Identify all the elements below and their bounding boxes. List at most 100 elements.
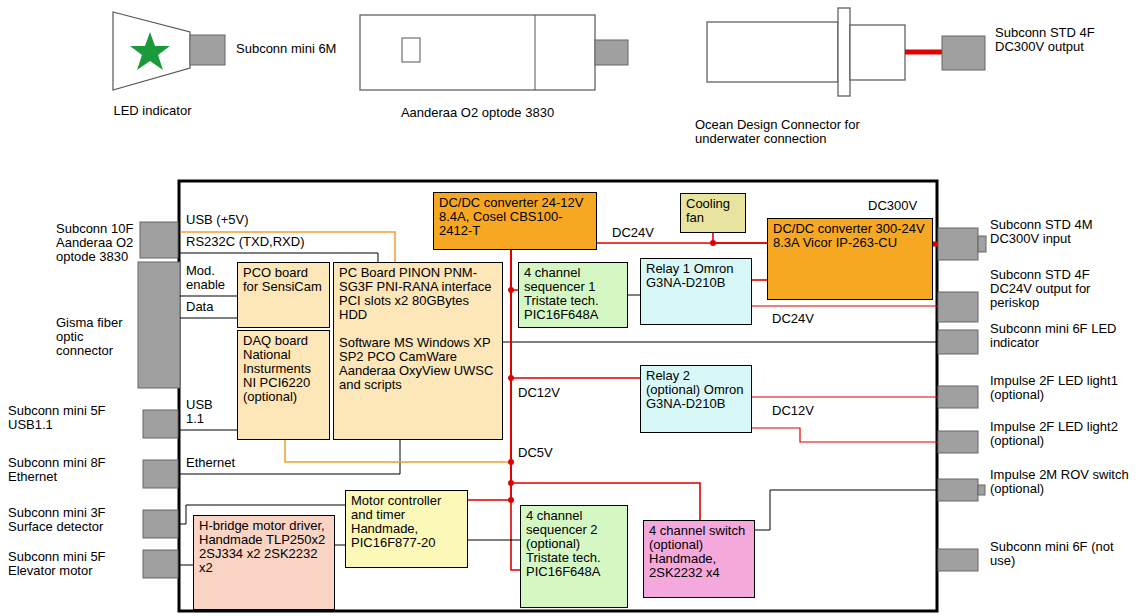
housing bbox=[179, 181, 937, 611]
usb-power-wire bbox=[180, 232, 395, 262]
relay-box: Relay 2 (optional) Omron G3NA-D210B bbox=[640, 365, 752, 433]
daq-board: DAQ board National Insturments NI PCI622… bbox=[237, 330, 330, 440]
connector-label: Subconn mini 8F Ethernet bbox=[8, 456, 136, 484]
sequencer-box: 4 channel sequencer 1 Tristate tech. PIC… bbox=[518, 262, 628, 328]
connector-label: Subconn mini 5F Elevator motor bbox=[8, 550, 136, 578]
connector-label: Subconn mini 6M bbox=[236, 42, 386, 56]
fiber-connector bbox=[138, 262, 180, 388]
power-cable bbox=[905, 50, 942, 55]
signal-label: Data bbox=[186, 300, 234, 314]
node-text: Motor controller and timer Handmade, PIC… bbox=[351, 494, 462, 550]
voltage-label: DC12V bbox=[518, 386, 568, 400]
connector-plug bbox=[938, 479, 978, 501]
connector-label: Subconn mini 6F LED indicator bbox=[990, 322, 1135, 350]
connector-pin bbox=[978, 236, 986, 252]
connector-label: Subconn STD 4M DC300V input bbox=[990, 218, 1135, 246]
connector-pin bbox=[978, 485, 985, 495]
connector-plug bbox=[938, 549, 978, 571]
sequencer-box: 4 channel sequencer 2 (optional) Tristat… bbox=[520, 505, 628, 608]
node-text: DC/DC converter 24-12V 8.4A, Cosel CBS10… bbox=[439, 196, 591, 238]
pc-board: PC Board PINON PNM-SG3F PNI-RANA interfa… bbox=[333, 262, 503, 440]
dc5v-wire bbox=[285, 440, 511, 462]
led-indicator: LED indicator bbox=[95, 8, 210, 118]
node-text: PC Board PINON PNM-SG3F PNI-RANA interfa… bbox=[339, 266, 497, 322]
signal-wire bbox=[180, 296, 237, 297]
dcdc-converter: DC/DC converter 24-12V 8.4A, Cosel CBS10… bbox=[433, 192, 597, 250]
connector-plug bbox=[938, 292, 978, 322]
wire-connector bbox=[511, 250, 640, 378]
connector-label: Impulse 2F LED light2 (optional) bbox=[990, 420, 1135, 448]
connector-body bbox=[707, 22, 838, 82]
node-text: H-bridge motor driver, Handmade TLP250x2… bbox=[199, 519, 329, 575]
dc12v-wire bbox=[752, 428, 938, 442]
dc12v-wire bbox=[752, 396, 938, 397]
voltage-label: DC300V bbox=[868, 199, 928, 213]
connector-plug bbox=[143, 510, 178, 538]
node-text: Software MS Windows XP SP2 PCO CamWare A… bbox=[339, 336, 497, 392]
connector-plug bbox=[938, 431, 978, 453]
wire-connector bbox=[335, 545, 345, 546]
usb-wire bbox=[180, 430, 237, 431]
connector-label: Gisma fiber optic connector bbox=[56, 316, 136, 358]
ethernet-wire bbox=[180, 440, 400, 474]
led-star bbox=[130, 32, 170, 70]
node-text: DC/DC converter 300-24V 8.3A Vicor IP-26… bbox=[773, 222, 927, 250]
connector-plug bbox=[942, 36, 985, 70]
connector-label: Subconn 10F Aanderaa O2 optode 3830 bbox=[56, 222, 136, 264]
connector-label: Subconn mini 3F Surface detector bbox=[8, 506, 136, 534]
wire-connector bbox=[628, 295, 640, 296]
voltage-label: DC24V bbox=[610, 226, 656, 240]
connector-label: Subconn mini 6F (not use) bbox=[990, 540, 1135, 568]
motor-wire bbox=[180, 565, 193, 566]
node-text: Relay 2 (optional) Omron G3NA-D210B bbox=[646, 369, 746, 411]
serial-wire bbox=[180, 253, 378, 262]
dcdc-converter: DC/DC converter 300-24V 8.3A Vicor IP-26… bbox=[767, 218, 933, 300]
connector-label: Subconn STD 4F DC24V output for periskop bbox=[990, 268, 1135, 310]
connector-plug bbox=[140, 222, 178, 258]
node-text: Ocean Design Connector for underwater co… bbox=[695, 118, 905, 146]
node-text: 4 channel switch (optional) Handmade, 2S… bbox=[649, 524, 749, 580]
connector-rear bbox=[850, 25, 905, 80]
dc24v-wire bbox=[752, 305, 938, 306]
dc300v-wire bbox=[933, 242, 938, 247]
connector-plug bbox=[938, 228, 978, 260]
connector-plug bbox=[143, 460, 178, 488]
voltage-label: DC5V bbox=[518, 446, 563, 460]
optode-window bbox=[402, 38, 420, 62]
signal-label: RS232C (TXD,RXD) bbox=[186, 235, 336, 249]
signal-wire bbox=[755, 490, 938, 530]
optode-joint bbox=[535, 15, 536, 90]
cooling-fan: Cooling fan bbox=[680, 193, 746, 233]
oxygen-optode: Aanderaa O2 optode 3830 bbox=[355, 8, 600, 120]
connector-label: Subconn mini 5F USB1.1 bbox=[8, 404, 136, 432]
node-text: Relay 1 Omron G3NA-D210B bbox=[646, 262, 746, 290]
connector-label: Impulse 2M ROV switch (optional) bbox=[990, 468, 1135, 496]
connector-label: Impulse 2F LED light1 (optional) bbox=[990, 374, 1135, 402]
motor-controller: Motor controller and timer Handmade, PIC… bbox=[345, 490, 468, 568]
node-text: PCO board for SensiCam bbox=[243, 266, 324, 294]
signal-label: Ethernet bbox=[186, 456, 256, 470]
led-housing bbox=[113, 12, 190, 90]
wire-connector bbox=[713, 233, 767, 243]
optode-body bbox=[360, 15, 595, 90]
node-text: Aanderaa O2 optode 3830 bbox=[401, 106, 554, 120]
node-text: DAQ board National Insturments NI PCI622… bbox=[243, 334, 324, 404]
connector-plug bbox=[143, 410, 178, 438]
signal-label: Mod. enable bbox=[186, 264, 234, 292]
connector-plug bbox=[938, 386, 978, 408]
relay-box: Relay 1 Omron G3NA-D210B bbox=[640, 258, 752, 325]
voltage-label: DC24V bbox=[772, 312, 822, 326]
camera-board: PCO board for SensiCam bbox=[237, 262, 330, 328]
led-wire bbox=[503, 342, 938, 343]
connector-plug bbox=[143, 550, 178, 578]
connector-label: Subconn STD 4F DC300V output bbox=[995, 26, 1133, 54]
underwater-connector: Ocean Design Connector for underwater co… bbox=[695, 4, 915, 146]
node-text: Cooling fan bbox=[686, 197, 740, 225]
voltage-label: DC12V bbox=[772, 404, 822, 418]
connector-flange bbox=[838, 8, 850, 96]
switch-box: 4 channel switch (optional) Handmade, 2S… bbox=[643, 520, 755, 598]
wire-connector bbox=[752, 279, 767, 281]
